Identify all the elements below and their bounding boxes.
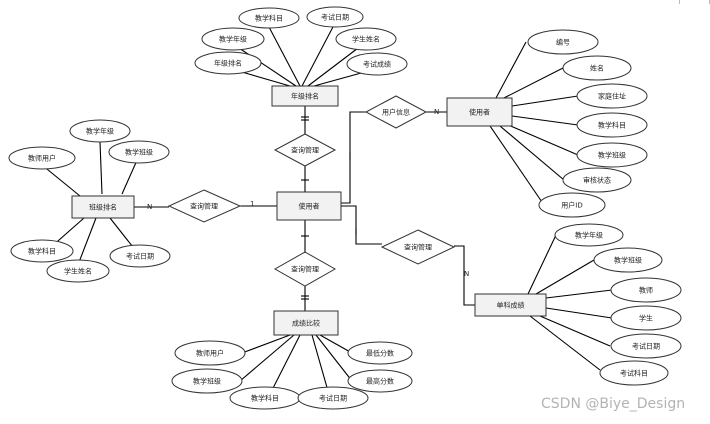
attribute-label: 考试日期 [632, 342, 660, 351]
attribute-label: 编号 [556, 38, 570, 47]
attribute-label: 教学年级 [219, 35, 247, 44]
cardinality-n-single: N [464, 270, 469, 278]
entity-label: 使用者 [299, 202, 320, 211]
attr-class-rank-student: 学生姓名 [46, 259, 110, 283]
attr-single-student: 学生 [610, 305, 682, 331]
attr-user-subject: 教学科目 [576, 112, 648, 138]
attribute-label: 年级排名 [214, 59, 242, 68]
attr-single-grade: 教学年级 [554, 223, 624, 247]
attribute-label: 用户ID [561, 201, 582, 210]
attribute-label: 最低分数 [366, 349, 394, 358]
relation-label: 查询管理 [291, 146, 319, 155]
relation-query-top: 查询管理 [273, 133, 337, 167]
attribute-label: 教师用户 [196, 349, 224, 358]
attr-grade-rank-grade: 教学年级 [201, 27, 265, 51]
attribute-label: 教师 [639, 286, 653, 295]
relation-label: 查询管理 [404, 243, 432, 252]
attribute-label: 考试成绩 [363, 60, 391, 69]
attr-class-rank-class: 教学班级 [108, 140, 170, 164]
attribute-label: 考试科目 [620, 369, 648, 378]
entity-user-right: 使用者 [446, 97, 513, 127]
attribute-label: 教学班级 [614, 256, 642, 265]
attr-class-rank-grade: 教学年级 [69, 119, 131, 143]
relation-query-right: 查询管理 [380, 229, 456, 265]
attribute-label: 考试日期 [126, 252, 154, 261]
entity-class-rank: 班级排名 [71, 195, 135, 219]
entity-label: 成绩比较 [292, 319, 320, 328]
attr-grade-rank-student: 学生姓名 [335, 27, 397, 51]
relation-label: 查询管理 [291, 265, 319, 274]
attr-class-rank-teacher: 教师用户 [8, 146, 76, 170]
attribute-label: 学生姓名 [64, 267, 92, 276]
attr-compare-exam-date: 考试日期 [297, 386, 369, 410]
attr-single-exam-date: 考试日期 [610, 333, 682, 359]
attribute-label: 教学班级 [193, 377, 221, 386]
attr-compare-subject: 教学科目 [229, 386, 301, 410]
cardinality-n-info: N [434, 108, 439, 116]
attr-grade-rank-rank: 年级排名 [194, 51, 262, 75]
attribute-label: 教师用户 [28, 154, 56, 163]
attr-user-address: 家庭住址 [576, 83, 648, 109]
attribute-label: 教学班级 [125, 148, 153, 157]
attribute-label: 考试日期 [321, 13, 349, 22]
attribute-label: 审核状态 [583, 176, 611, 185]
attr-grade-rank-subject: 教学科目 [238, 7, 300, 29]
attr-user-review-status: 审核状态 [562, 167, 632, 193]
attribute-label: 学生 [639, 314, 653, 323]
cardinality-marks: N 1 N N [147, 108, 469, 300]
entity-single-score: 单科成绩 [474, 293, 547, 317]
attr-user-uid: 用户ID [538, 192, 606, 218]
attribute-label: 教学科目 [251, 394, 279, 403]
attr-single-teacher: 教师 [610, 277, 682, 303]
entity-label: 班级排名 [89, 203, 117, 212]
attribute-label: 考试日期 [319, 394, 347, 403]
attribute-label: 教学年级 [575, 231, 603, 240]
attribute-label: 教学年级 [86, 127, 114, 136]
relation-label: 查询管理 [190, 202, 218, 211]
attribute-label: 姓名 [590, 64, 604, 73]
attr-class-rank-subject: 教学科目 [10, 239, 74, 263]
attribute-label: 教学科目 [598, 121, 626, 130]
attribute-label: 教学科目 [255, 14, 283, 23]
window-edge-left-mark [679, 0, 680, 4]
entity-score-compare: 成绩比较 [273, 310, 339, 336]
attribute-label: 教学科目 [28, 247, 56, 256]
watermark: CSDN @Biye_Design [541, 396, 686, 412]
relation-label: 用户信息 [382, 108, 410, 117]
attribute-label: 教学班级 [598, 151, 626, 160]
attr-user-class: 教学班级 [576, 142, 648, 168]
cardinality-n-left: N [147, 203, 152, 211]
attribute-label: 最高分数 [366, 377, 394, 386]
attr-user-name: 姓名 [562, 55, 632, 81]
attr-single-exam-subject: 考试科目 [599, 360, 669, 386]
entity-label: 使用者 [469, 108, 490, 117]
entity-grade-rank: 年级排名 [271, 85, 339, 107]
entity-label: 单科成绩 [497, 301, 525, 310]
attr-compare-teacher: 教师用户 [174, 340, 246, 366]
attribute-label: 家庭住址 [598, 92, 626, 101]
attr-single-class: 教学班级 [593, 247, 663, 273]
attr-compare-max-score: 最高分数 [347, 369, 413, 393]
relation-user-info: 用户信息 [364, 95, 428, 129]
attr-grade-rank-score: 考试成绩 [346, 52, 408, 76]
relation-query-left: 查询管理 [167, 189, 242, 223]
relation-query-bottom: 查询管理 [273, 251, 337, 287]
attr-user-id-number: 编号 [527, 29, 599, 55]
entity-user-center: 使用者 [276, 191, 342, 221]
attr-grade-rank-exam-date: 考试日期 [306, 6, 364, 28]
entity-label: 年级排名 [291, 92, 319, 101]
attr-compare-class: 教学班级 [171, 368, 243, 394]
cardinality-one-left: 1 [250, 200, 254, 208]
attribute-label: 学生姓名 [352, 35, 380, 44]
attr-compare-min-score: 最低分数 [347, 341, 413, 365]
attr-class-rank-exam-date: 考试日期 [109, 244, 171, 268]
